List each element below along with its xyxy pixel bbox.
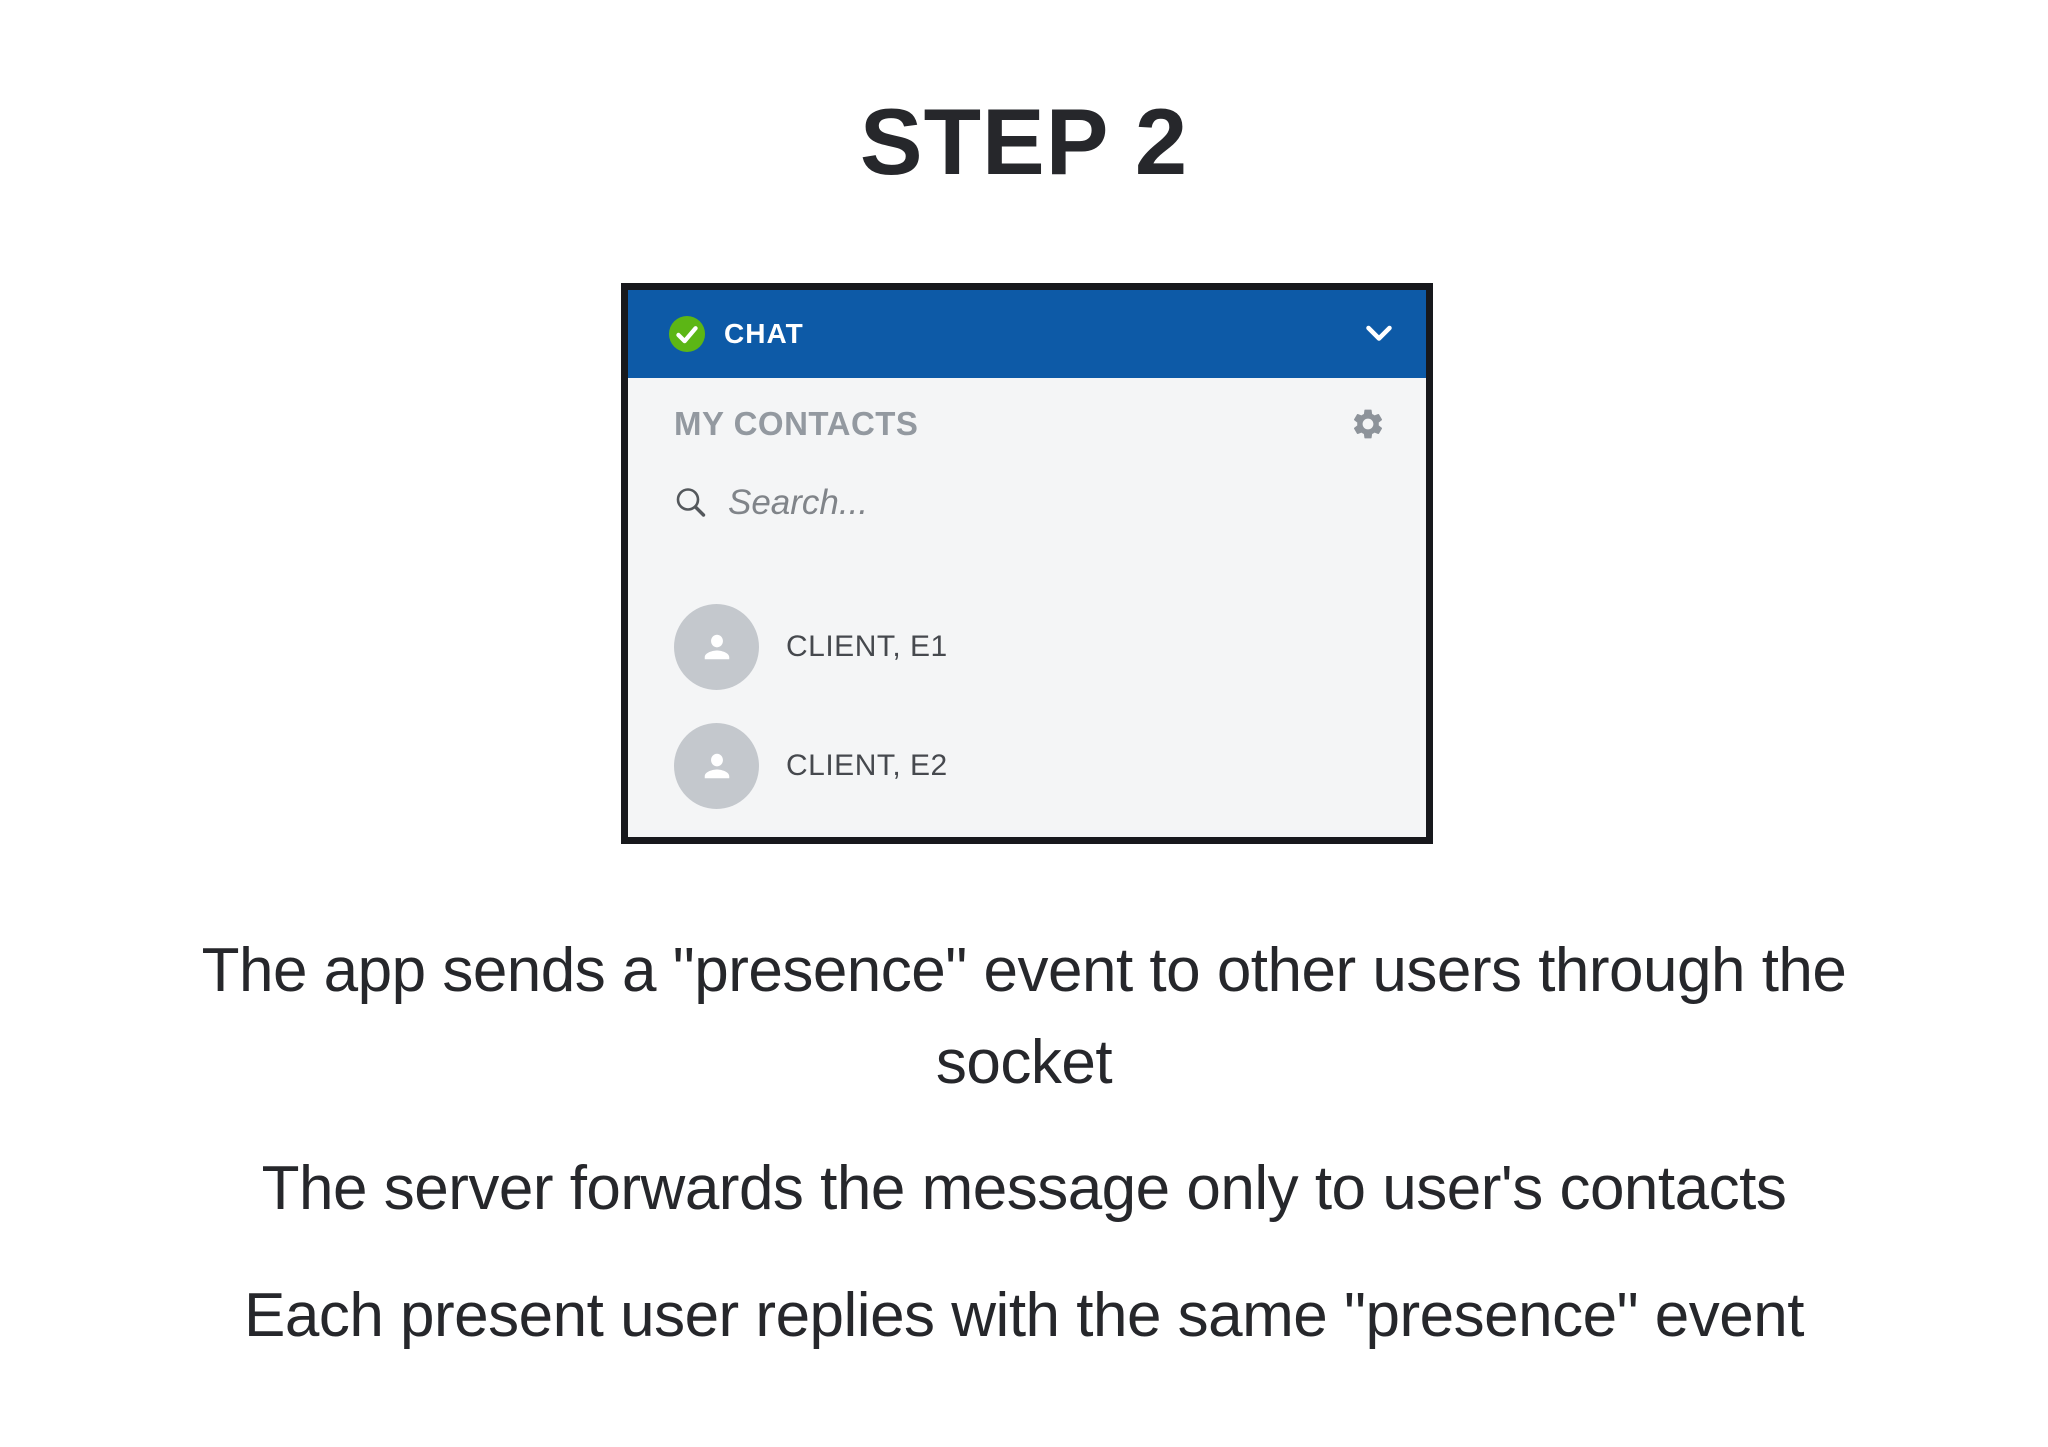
contact-list: CLIENT, E1 CLIENT, E2 (674, 604, 1386, 809)
gear-icon[interactable] (1350, 406, 1386, 442)
description-line-1: The app sends a "presence" event to othe… (0, 925, 2048, 1109)
contact-row-client-e1[interactable]: CLIENT, E1 (674, 604, 1386, 690)
user-avatar-icon (674, 604, 759, 690)
chat-widget: CHAT MY CONTACTS (621, 283, 1433, 844)
online-check-icon (668, 315, 706, 353)
description-line-3: Each present user replies with the same … (0, 1270, 2048, 1362)
contact-name: CLIENT, E1 (786, 630, 948, 663)
description-text: Each present user replies with the same … (244, 1281, 1804, 1350)
contact-name: CLIENT, E2 (786, 749, 948, 782)
contact-row-client-e2[interactable]: CLIENT, E2 (674, 723, 1386, 809)
search-input[interactable] (728, 483, 1348, 523)
chat-title: CHAT (724, 318, 804, 349)
description-text: The server forwards the message only to … (261, 1154, 1787, 1223)
contacts-heading: MY CONTACTS (674, 405, 919, 442)
description-text: The app sends a "presence" event to othe… (201, 936, 1847, 1097)
page-title: STEP 2 (859, 89, 1189, 194)
description-line-2: The server forwards the message only to … (0, 1143, 2048, 1235)
chat-header[interactable]: CHAT (628, 290, 1426, 378)
chat-body: MY CONTACTS (628, 405, 1426, 809)
user-avatar-icon (674, 723, 759, 809)
contacts-header: MY CONTACTS (674, 405, 1386, 443)
search-icon (674, 486, 708, 520)
chevron-down-icon[interactable] (1366, 325, 1392, 343)
search-row[interactable] (674, 481, 1386, 525)
